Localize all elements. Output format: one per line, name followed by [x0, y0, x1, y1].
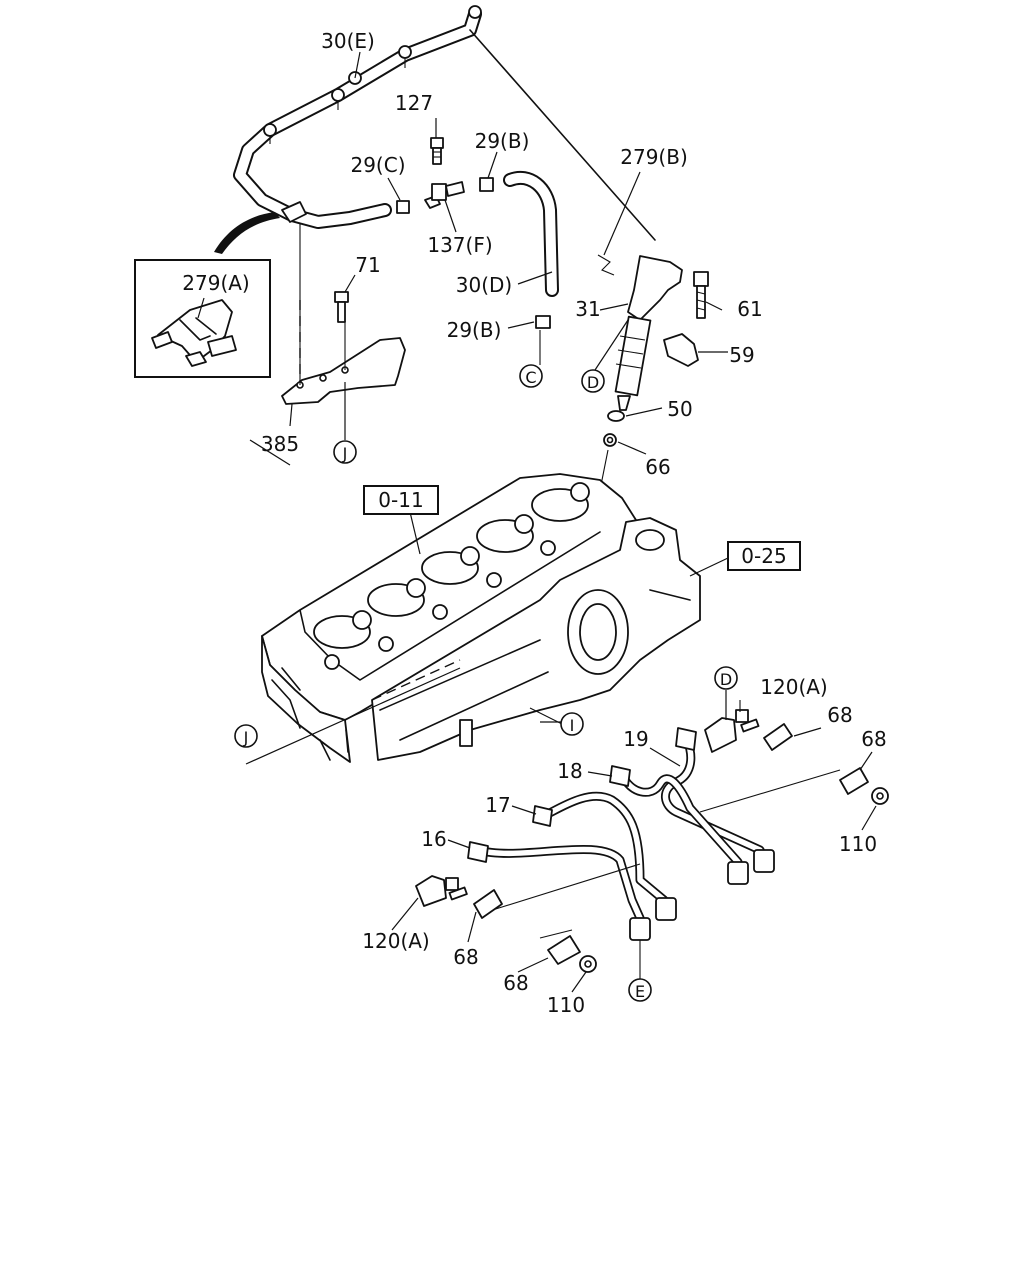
marker-d-top: D	[581, 369, 605, 393]
callout-68-a: 68	[827, 703, 852, 727]
svg-text:I: I	[570, 716, 575, 735]
svg-text:J: J	[342, 444, 348, 463]
bracket-385	[281, 224, 406, 405]
callout-71: 71	[355, 253, 380, 277]
callout-50: 50	[667, 397, 692, 421]
callout-30d: 30(D)	[456, 273, 512, 297]
svg-text:J: J	[243, 728, 249, 747]
callout-19: 19	[623, 727, 648, 751]
marker-i: I	[560, 712, 584, 736]
nut-110-right	[871, 787, 889, 805]
marker-d-low: D	[714, 666, 738, 690]
callout-120a-top: 120(A)	[760, 675, 827, 699]
gasket-50	[607, 410, 625, 422]
bolt-61	[693, 271, 709, 319]
callout-137f: 137(F)	[427, 233, 492, 257]
leak-off-pipe-30e	[233, 5, 482, 229]
callout-279b: 279(B)	[620, 145, 688, 169]
callout-16: 16	[421, 827, 446, 851]
callout-59: 59	[729, 343, 754, 367]
callout-29b-top: 29(B)	[475, 129, 530, 153]
intake-manifold	[371, 517, 701, 761]
clamp-68-a	[763, 723, 793, 751]
callout-68-d: 68	[503, 971, 528, 995]
callout-18: 18	[557, 759, 582, 783]
clip-29b-top	[479, 177, 494, 192]
callout-31: 31	[575, 297, 600, 321]
marker-c: C	[519, 364, 543, 388]
callout-127: 127	[395, 91, 433, 115]
bolt-127	[430, 137, 444, 165]
clamp-59	[663, 333, 699, 367]
marker-j-top: J	[333, 440, 357, 464]
injector-31	[597, 254, 683, 411]
ref-0-11-label: 0-11	[378, 488, 423, 512]
callout-68-c: 68	[453, 945, 478, 969]
ref-0-11-box: 0-11	[363, 485, 439, 515]
ref-0-25-label: 0-25	[741, 544, 786, 568]
callout-110-low: 110	[547, 993, 585, 1017]
callout-29c: 29(C)	[350, 153, 405, 177]
connector-137f	[424, 181, 465, 233]
svg-text:E: E	[635, 982, 645, 1001]
callout-30e: 30(E)	[321, 29, 375, 53]
hose-30d	[503, 171, 559, 365]
clip-279a-inset	[134, 212, 280, 378]
cylinder-head	[261, 473, 641, 763]
callout-labels: 30(E) 127 29(B) 29(C) 279(B) 279(A) 137(…	[182, 29, 886, 1017]
svg-text:C: C	[525, 368, 536, 387]
callout-110-right: 110	[839, 832, 877, 856]
clip-29c	[396, 200, 410, 214]
svg-text:D: D	[720, 670, 732, 689]
svg-text:D: D	[587, 373, 599, 392]
callout-68-b: 68	[861, 727, 886, 751]
callout-61: 61	[737, 297, 762, 321]
callout-120a-low: 120(A)	[362, 929, 429, 953]
clamp-68-c	[473, 889, 503, 919]
callout-279a: 279(A)	[182, 271, 249, 295]
callout-29b-low: 29(B)	[447, 318, 502, 342]
callout-17: 17	[485, 793, 510, 817]
injection-pipes	[467, 727, 841, 980]
leader-lines	[197, 51, 877, 993]
marker-e: E	[628, 978, 652, 1002]
clamp-68-b	[839, 767, 869, 795]
bracket-120a-low	[415, 875, 468, 907]
callout-385: 385	[261, 432, 299, 456]
nut-110-low	[579, 955, 597, 973]
bracket-120a-top	[704, 700, 760, 753]
ref-0-25-box: 0-25	[727, 541, 801, 571]
callout-66: 66	[645, 455, 670, 479]
bolt-71	[334, 291, 349, 370]
clamp-68-d	[539, 929, 581, 965]
marker-j-low: J	[234, 724, 258, 748]
